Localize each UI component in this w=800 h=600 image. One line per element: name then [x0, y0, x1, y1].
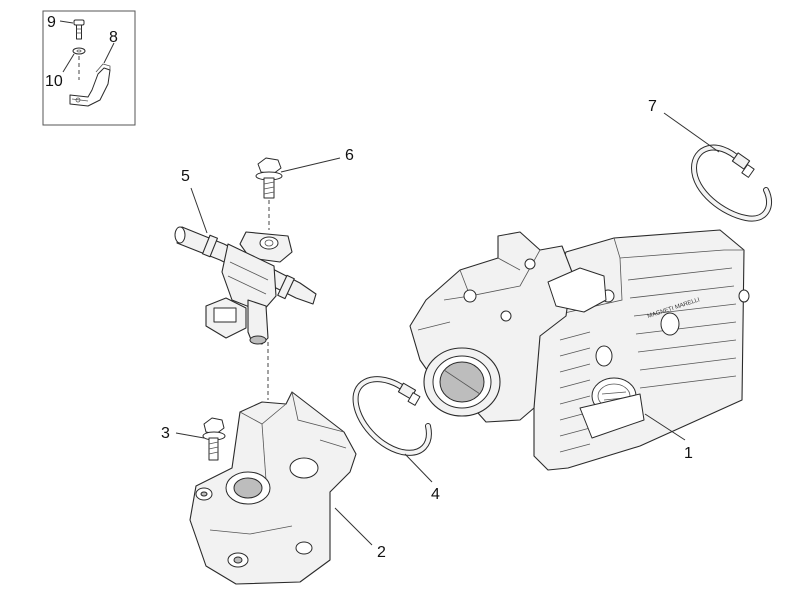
- callout-9: 9: [47, 14, 56, 31]
- callout-5: 5: [181, 168, 190, 185]
- callout-10: 10: [45, 73, 63, 90]
- leader-7: [663, 112, 720, 153]
- clip-part-8: [69, 63, 111, 107]
- bolt-part-6: [255, 157, 283, 199]
- leader-5: [190, 187, 208, 234]
- callout-8: 8: [109, 29, 118, 46]
- leader-1: [644, 413, 686, 441]
- leader-2: [334, 507, 373, 546]
- leader-10: [62, 53, 75, 73]
- callout-7: 7: [648, 98, 657, 115]
- leader-9: [59, 20, 74, 24]
- callout-3: 3: [161, 425, 170, 442]
- hose-clamp-part-4: [352, 376, 432, 456]
- hose-clamp-part-7: [690, 144, 773, 222]
- screw-part-9: [73, 19, 85, 40]
- bolt-part-3: [202, 417, 226, 461]
- leader-3: [175, 432, 205, 439]
- washer-part-10: [72, 47, 86, 55]
- leader-8: [103, 42, 115, 64]
- callout-1: 1: [684, 445, 693, 462]
- throttle-body-part-1: MAGNETI MARELLI: [409, 229, 750, 471]
- leader-4: [404, 453, 433, 483]
- inset-detail-box: 9 8 10: [42, 10, 136, 126]
- callout-2: 2: [377, 544, 386, 561]
- intake-manifold-part-2: [189, 391, 357, 585]
- callout-4: 4: [431, 486, 440, 503]
- fuel-injector-part-5: [174, 226, 317, 345]
- callout-6: 6: [345, 147, 354, 164]
- leader-6: [280, 157, 341, 173]
